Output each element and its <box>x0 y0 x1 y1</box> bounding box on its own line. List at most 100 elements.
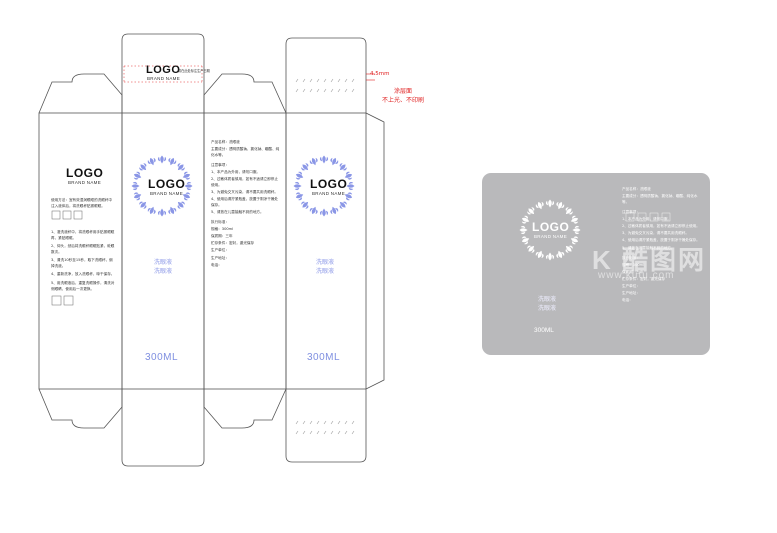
info-line: 保质期：三年 <box>622 270 644 275</box>
info-line: 5、请放在儿童接触不到的地方。 <box>622 245 675 250</box>
wreath-leaf <box>545 199 555 208</box>
info-line: 1、本产品为外用，请勿口服。 <box>622 217 672 222</box>
info-line: 规格：300ml <box>622 263 645 268</box>
bottom-dust-flap-right <box>203 388 287 429</box>
hatch-mark <box>344 420 348 425</box>
info-line: 4、使用后请拧紧瓶盖，放置于阴凉干燥处保存。 <box>622 238 700 243</box>
info-panel-text: 产品名称：洗眼液主要成分：透明质酸钠、氯化钠、硼酸、纯化水等。注意事项：1、本产… <box>211 140 281 270</box>
usage-step: 1、灌洗液杯中，将洗眼杯用手贴紧眼眶再，紧贴眼眶。 <box>51 230 115 240</box>
front-logo: LOGO <box>148 177 186 191</box>
wreath-leaf <box>570 215 579 224</box>
hatch-mark <box>351 88 355 93</box>
wreath-leaf <box>556 250 565 259</box>
hatch-mark <box>295 88 299 93</box>
back-product-name-line2: 洗眼液 <box>315 268 334 275</box>
top-flap-brand: BRAND NAME <box>147 76 181 81</box>
info-line: 贮存条件：密封，避光保存 <box>622 277 666 282</box>
info-line: 5、请放在儿童接触不到的地方。 <box>211 209 264 214</box>
wreath-leaf <box>157 155 167 164</box>
info-line: 产品名称：洗眼液 <box>622 187 651 191</box>
info-line: 2、过敏体质者慎用，如有不适请立即停止使用。 <box>622 224 700 229</box>
info-line: 生产单位： <box>622 284 640 289</box>
info-line: 贮存条件：密封，避光保存 <box>211 241 255 246</box>
wreath-leaf <box>319 155 329 164</box>
wreath-leaf <box>565 207 573 215</box>
floral-wreath-preview <box>519 199 581 261</box>
wreath-leaf <box>556 201 565 210</box>
info-line: 4、使用后请拧紧瓶盖，放置于阴凉干燥处保存。 <box>211 197 278 207</box>
usage-step: 5、用洗眼液后，重复洗眼操作，清洗对侧眼睛，使用后一次更换。 <box>51 280 115 291</box>
hatch-mark <box>316 88 320 93</box>
front-product-name: 洗眼液 洗眼液 <box>148 258 178 276</box>
wreath-leaf <box>344 192 353 201</box>
front-product-name-line1: 洗眼液 <box>153 259 172 266</box>
wreath-leaf <box>521 236 530 245</box>
wreath-leaf <box>131 181 140 191</box>
hatch-mark <box>316 430 320 435</box>
preview-icon-3 <box>649 212 659 222</box>
hatch-mark <box>309 78 313 83</box>
preview-volume: 300ML <box>534 327 554 334</box>
wreath-leaf <box>133 192 142 201</box>
preview-info-text: 产品名称：洗眼液主要成分：透明质酸钠、氯化钠、硼酸、纯化水等。注意事项：1、本产… <box>622 187 700 306</box>
wreath-leaf <box>147 206 156 215</box>
info-line: 电话： <box>622 298 633 303</box>
top-flap-note: 请在此处标注生产日期 <box>178 69 210 73</box>
preview-brand-name: BRAND NAME <box>534 234 568 239</box>
back-logo: LOGO <box>310 177 348 191</box>
hatch-mark <box>351 430 355 435</box>
info-line: 2、过敏体质者慎用，如有不适请立即停止使用。 <box>211 177 278 187</box>
back-product-name-line1: 洗眼液 <box>315 259 334 266</box>
bottom-flap-back <box>285 389 367 463</box>
wreath-leaf <box>319 208 329 217</box>
preview-icon-2 <box>637 212 647 222</box>
hatch-mark <box>302 78 306 83</box>
wreath-leaf <box>295 171 304 180</box>
wreath-leaf <box>521 215 530 224</box>
hatch-mark <box>309 420 313 425</box>
info-line: 注意事项： <box>211 163 229 168</box>
hatch-mark <box>302 88 306 93</box>
care-icon-5 <box>63 295 74 306</box>
info-line: 执行标准： <box>211 220 229 225</box>
coating-note: 涂层面 不上光、不印刷 <box>370 88 436 105</box>
wreath-leaf <box>147 157 156 166</box>
care-icon-1 <box>51 210 61 220</box>
hatch-mark <box>323 430 327 435</box>
hatch-mark <box>295 420 299 425</box>
top-tuck-flap <box>121 33 205 113</box>
info-line: 主要成分：透明质酸钠、氯化钠、硼酸、纯化水等。 <box>211 147 280 157</box>
hatch-mark <box>330 88 334 93</box>
preview-card: LOGO BRAND NAME 洗眼液 洗眼液 300ML 产品名称：洗眼液主要… <box>482 173 710 355</box>
info-line: 生产地址： <box>211 255 229 260</box>
hatch-mark <box>344 78 348 83</box>
wreath-leaf <box>519 225 528 235</box>
hatch-mark <box>309 430 313 435</box>
info-line: 执行标准： <box>622 256 640 261</box>
hatch-mark <box>330 78 334 83</box>
watermark-url: www.kutu.com <box>598 270 675 281</box>
wreath-leaf <box>182 171 191 180</box>
wreath-leaf <box>570 236 579 245</box>
hatch-mark <box>337 420 341 425</box>
preview-icon-1 <box>625 212 635 222</box>
hatch-mark <box>337 88 341 93</box>
hatch-mark <box>323 78 327 83</box>
hatch-mark <box>295 78 299 83</box>
bottom-dust-flap-left <box>38 388 123 429</box>
glue-flap <box>365 112 385 390</box>
wreath-leaf <box>301 163 309 171</box>
wreath-leaf <box>527 207 535 215</box>
wreath-leaf <box>565 245 573 253</box>
back-volume: 300ML <box>307 352 341 363</box>
wreath-leaf <box>177 201 185 209</box>
watermark-logo: K 酷图网 <box>592 245 707 275</box>
back-product-name: 洗眼液 洗眼液 <box>310 258 340 276</box>
hatch-mark <box>330 430 334 435</box>
hatch-mark <box>351 420 355 425</box>
coating-note-line2: 不上光、不印刷 <box>381 96 424 104</box>
floral-wreath-back <box>293 155 355 217</box>
wreath-leaf <box>139 163 147 171</box>
hatch-mark <box>323 88 327 93</box>
care-icon-2 <box>62 210 72 220</box>
